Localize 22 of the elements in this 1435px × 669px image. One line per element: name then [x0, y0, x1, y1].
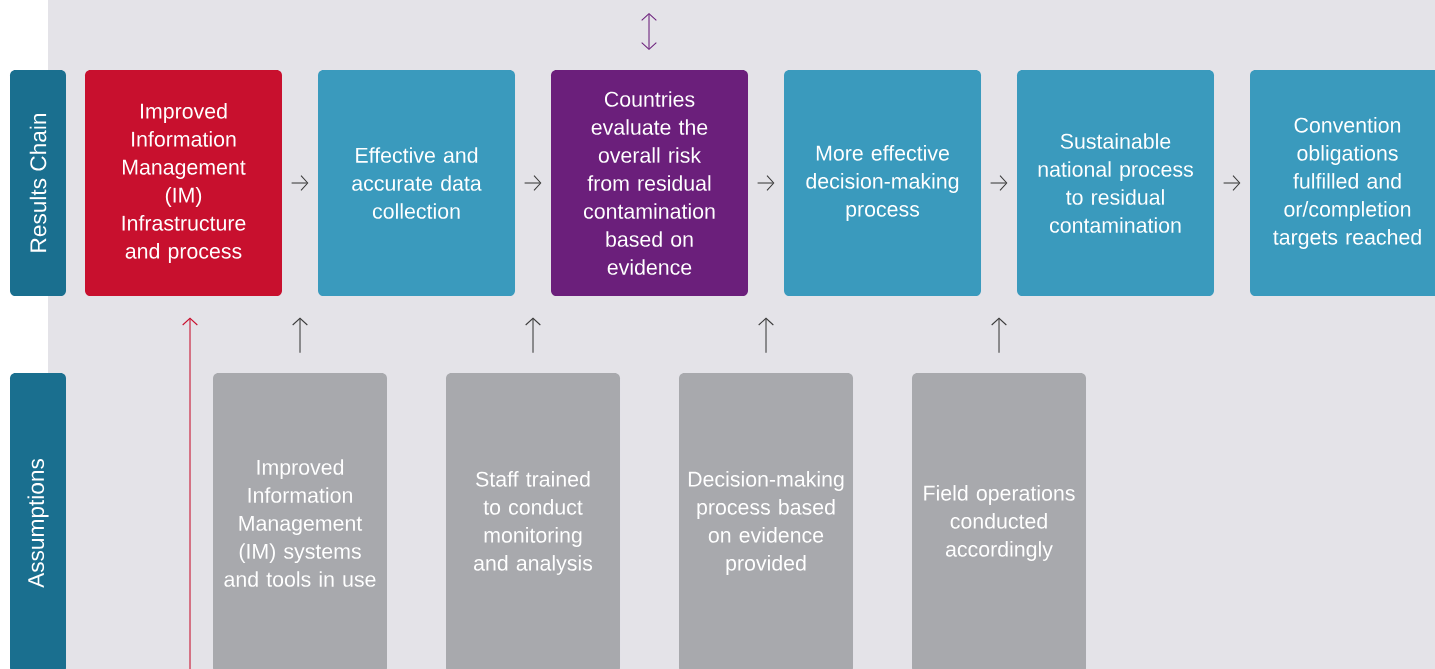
arrow [1223, 175, 1241, 191]
arrow [525, 317, 541, 354]
assumption-box: Improved Information Management (IM) systems and tools in use [213, 373, 387, 669]
arrow [990, 175, 1008, 191]
assumption-box: Decision-making process based on evidence provided [679, 373, 853, 669]
arrow [757, 175, 775, 191]
result-box: Countries evaluate the overall risk from residual contamination based on evidence [551, 70, 748, 296]
row-label-tab: Results Chain [10, 70, 66, 296]
arrow [758, 317, 774, 354]
result-box: Improved Information Management (IM) Infrastructure and process [85, 70, 282, 296]
result-box: Convention obligations fulfilled and or/completion targets reached [1250, 70, 1435, 296]
result-box: More effective decision-making process [784, 70, 981, 296]
assumption-box: Staff trained to conduct monitoring and analysis [446, 373, 620, 669]
result-box: Effective and accurate data collection [318, 70, 515, 296]
result-box: Sustainable national process to residual contamination [1017, 70, 1214, 296]
arrow [292, 317, 308, 354]
arrow [524, 175, 542, 191]
arrow [291, 175, 309, 191]
arrow [182, 317, 198, 669]
arrow [991, 317, 1007, 354]
row-label-tab: Assumptions [10, 373, 66, 669]
assumption-box: Field operations conducted accordingly [912, 373, 1086, 669]
